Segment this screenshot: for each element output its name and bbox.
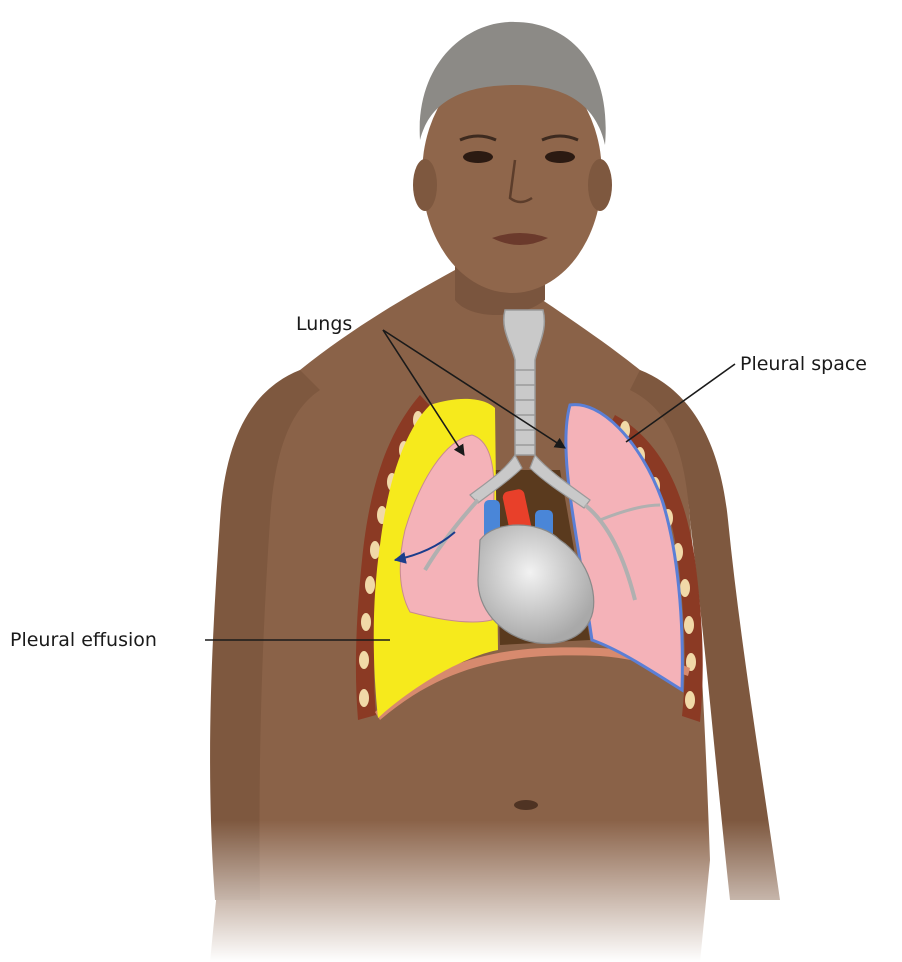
label-pleural-space: Pleural space bbox=[740, 353, 867, 375]
right-eye bbox=[545, 151, 575, 163]
label-lungs: Lungs bbox=[296, 313, 352, 335]
head bbox=[413, 22, 612, 293]
left-ear bbox=[413, 159, 437, 211]
label-pleural-effusion: Pleural effusion bbox=[10, 629, 157, 651]
right-ear bbox=[588, 159, 612, 211]
left-eye bbox=[463, 151, 493, 163]
bottom-fade bbox=[0, 820, 902, 962]
navel bbox=[514, 800, 538, 810]
